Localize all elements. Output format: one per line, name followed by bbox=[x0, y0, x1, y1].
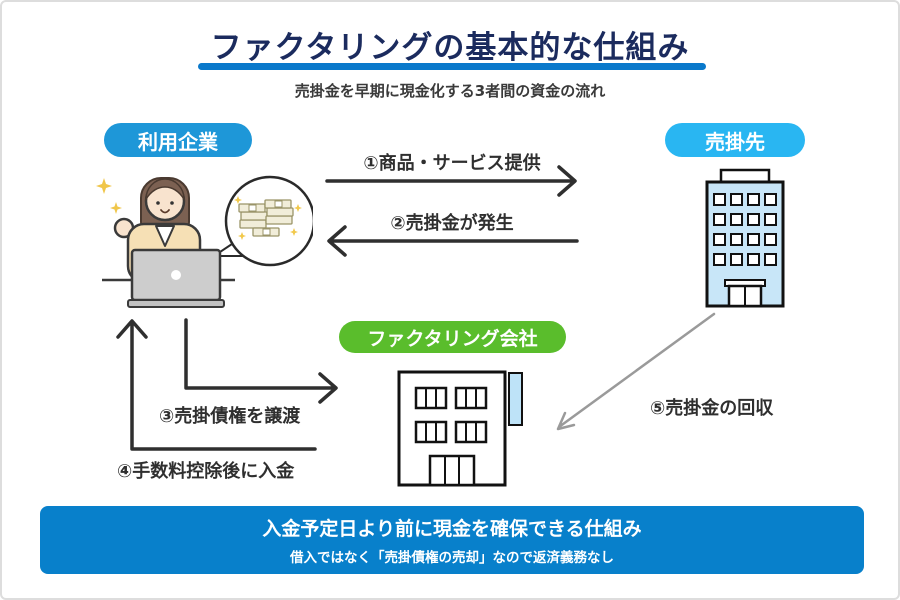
customer-building-icon bbox=[705, 168, 785, 308]
flow-label-transfer-receivable: ③売掛債権を譲渡 bbox=[159, 406, 301, 427]
arrow-3-transfer-receivable bbox=[184, 318, 338, 404]
banknote-stack-icon bbox=[234, 196, 302, 240]
page-subtitle: 売掛金を早期に現金化する3者間の資金の流れ bbox=[294, 82, 606, 100]
title-underline bbox=[198, 63, 706, 70]
badge-factoring-company: ファクタリング会社 bbox=[339, 321, 566, 353]
badge-customer: 売掛先 bbox=[665, 123, 805, 157]
money-speech-bubble-icon bbox=[213, 175, 313, 267]
factoring-building-icon bbox=[397, 370, 523, 487]
flow-label-receivable-arises: ②売掛金が発生 bbox=[390, 213, 514, 234]
page-title: ファクタリングの基本的な仕組み bbox=[210, 30, 690, 66]
arrow-4-payment-after-fee bbox=[116, 319, 317, 451]
footer-subtext: 借入ではなく「売掛債権の売却」なので返済義務なし bbox=[290, 550, 614, 566]
footer-headline: 入金予定日より前に現金を確保できる仕組み bbox=[262, 518, 642, 540]
footer-banner: 入金予定日より前に現金を確保できる仕組み 借入ではなく「売掛債権の売却」なので返… bbox=[40, 506, 864, 574]
flow-label-payment-after-fee: ④手数料控除後に入金 bbox=[117, 461, 295, 482]
badge-user-company: 利用企業 bbox=[104, 123, 252, 157]
flow-label-collect-receivable: ⑤売掛金の回収 bbox=[650, 398, 774, 419]
flow-label-goods-services: ①商品・サービス提供 bbox=[363, 153, 541, 174]
sparkle-icon bbox=[96, 178, 122, 214]
person-at-laptop-illustration bbox=[96, 175, 313, 308]
laptop-icon bbox=[127, 248, 225, 308]
